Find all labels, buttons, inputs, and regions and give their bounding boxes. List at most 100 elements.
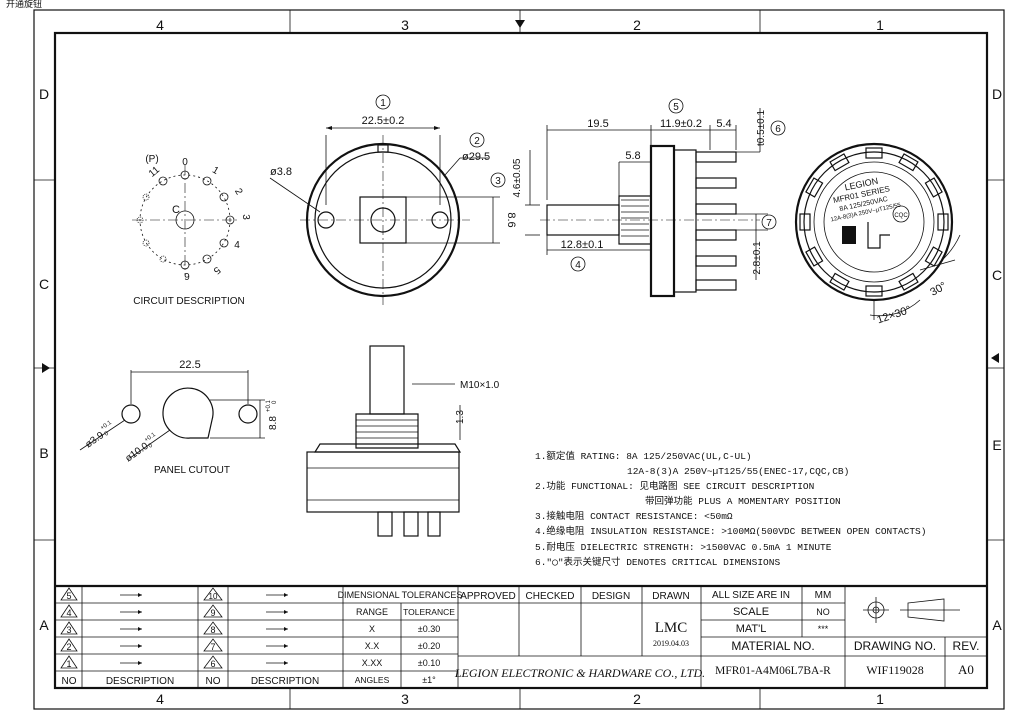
iso-thread: M10×1.0 <box>460 380 500 391</box>
tol-row-3-tol: ±0.10 <box>418 658 440 668</box>
zone-col-bottom-3: 3 <box>401 691 409 707</box>
note-4: 4.绝缘电阻 INSULATION RESISTANCE: >100MΩ(500… <box>535 525 926 537</box>
zone-col-top-4: 4 <box>156 17 164 33</box>
side-len-11.9: 11.9±0.2 <box>660 118 702 130</box>
tol-row-1-tol: ±0.30 <box>418 624 440 634</box>
tol-tol-header: TOLERANCE <box>403 607 455 617</box>
rev-left-1: 1 <box>66 659 71 669</box>
front-view <box>269 94 500 305</box>
circuit-pos-2: 2 <box>232 187 245 198</box>
outer-frame <box>33 9 1005 710</box>
scale-value: NO <box>816 607 830 617</box>
scale-label: SCALE <box>733 606 769 618</box>
side-callout-3: 3 <box>495 176 501 187</box>
rev-right-8: 8 <box>210 625 215 635</box>
side-len-19.5: 19.5 <box>587 118 608 130</box>
zone-row-right-d: D <box>992 86 1002 102</box>
material-no: MFR01-A4M06L7BA-R <box>715 665 831 677</box>
projection-symbol <box>863 597 960 623</box>
rear-view <box>794 142 961 320</box>
circuit-pos-p: (P) <box>145 154 158 165</box>
rear-step: 12×30° <box>875 304 912 326</box>
note-1: 1.额定值 RATING: 8A 125/250VAC(UL,C-UL) <box>535 450 752 462</box>
panel-cutout <box>79 370 265 459</box>
rear-angle: 30° <box>928 280 948 299</box>
side-shaft-len: 12.8±0.1 <box>561 239 604 251</box>
iso-nut-h: 1.3 <box>455 410 466 424</box>
note-1b: 12A-8(3)A 250V~µT125/55(ENEC-17,CQC,CB) <box>627 466 849 477</box>
circuit-pos-0: 0 <box>182 157 188 168</box>
drawing-no: WIF119028 <box>866 663 924 677</box>
tol-row-3-range: X.XX <box>362 658 383 668</box>
rev-no-right: NO <box>206 676 221 687</box>
rev-left-3: 3 <box>66 625 71 635</box>
tol-row-2-tol: ±0.20 <box>418 641 440 651</box>
rear-cert: CQC <box>894 213 908 219</box>
center-arrow-left <box>42 363 50 373</box>
circuit-pos-3: 3 <box>240 214 251 220</box>
panel-label: PANEL CUTOUT <box>154 465 230 476</box>
center-arrow-top <box>515 20 525 28</box>
design-label: DESIGN <box>592 591 630 602</box>
rev-no-left: NO <box>62 676 77 687</box>
zone-col-bottom-4: 4 <box>156 691 164 707</box>
rev-desc-left: DESCRIPTION <box>106 676 174 687</box>
circuit-label: CIRCUIT DESCRIPTION <box>133 296 245 307</box>
panel-hole-tol-dn: 0 <box>104 430 111 437</box>
material-no-label: MATERIAL NO. <box>731 639 814 653</box>
rev-right-6: 6 <box>210 659 215 669</box>
tol-range-header: RANGE <box>356 607 388 617</box>
rev-right-7: 7 <box>210 642 215 652</box>
circuit-pos-11: 11 <box>147 164 162 179</box>
side-callout-7: 7 <box>766 218 772 229</box>
front-callout-1: 1 <box>380 98 386 109</box>
note-3: 3.接触电阻 CONTACT RESISTANCE: <50mΩ <box>535 510 733 522</box>
header-note: 开通旋钮 <box>6 0 42 9</box>
rev-left-2: 2 <box>66 642 71 652</box>
circuit-pos-1: 1 <box>210 165 221 178</box>
side-callout-6: 6 <box>775 124 781 135</box>
checked-label: CHECKED <box>526 591 575 602</box>
company-name: LEGION ELECTRONIC & HARDWARE CO., LTD. <box>454 666 705 680</box>
drawn-date: 2019.04.03 <box>653 639 689 648</box>
tol-row-4-tol: ±1° <box>422 675 436 685</box>
mat-value: *** <box>818 624 829 634</box>
front-callout-2: 2 <box>474 136 480 147</box>
side-flat: 5.8 <box>625 150 640 162</box>
drawing-no-label: DRAWING NO. <box>854 639 936 653</box>
panel-flat: 8.8 <box>268 416 279 430</box>
rev-left-4: 4 <box>66 608 71 618</box>
panel-bore-tol-dn: 0 <box>148 442 155 449</box>
side-term-thk: t0.5±0.1 <box>756 110 767 147</box>
side-len-5.4: 5.4 <box>716 118 731 130</box>
front-dia: ø29.5 <box>462 151 490 163</box>
circuit-center-c: C <box>172 204 180 216</box>
rev-left-5: 5 <box>66 591 71 601</box>
circuit-pos-5: 5 <box>211 264 223 276</box>
note-2: 2.功能 FUNCTIONAL: 见电路图 SEE CIRCUIT DESCRI… <box>535 480 814 492</box>
side-callout-5: 5 <box>673 102 679 113</box>
rev-value: A0 <box>958 662 974 677</box>
approved-label: APPROVED <box>460 591 516 602</box>
zone-col-top-3: 3 <box>401 17 409 33</box>
front-width-dim: 22.5±0.2 <box>362 115 405 127</box>
rev-right-9: 9 <box>210 608 215 618</box>
size-label: ALL SIZE ARE IN <box>712 590 790 601</box>
note-2b: 带回弹功能 PLUS A MOMENTARY POSITION <box>645 495 841 507</box>
note-5: 5.耐电压 DIELECTRIC STRENGTH: >1500VAC 0.5m… <box>535 541 832 553</box>
inner-frame <box>53 31 989 690</box>
note-6: 6."◯"表示关键尺寸 DENOTES CRITICAL DIMENSIONS <box>535 556 780 568</box>
zone-row-left-b: B <box>39 445 48 461</box>
rev-right-10: 10 <box>209 592 218 601</box>
side-callout-4: 4 <box>575 260 581 271</box>
tol-row-4-range: ANGLES <box>355 675 390 685</box>
circuit-diagram <box>132 165 240 275</box>
side-view <box>490 98 786 298</box>
iso-view <box>306 345 462 537</box>
circuit-pos-6: 6 <box>184 270 190 281</box>
panel-width: 22.5 <box>179 359 200 371</box>
revision-arrows <box>120 593 288 665</box>
revision-triangles <box>60 587 223 669</box>
tol-row-2-range: X.X <box>365 641 380 651</box>
